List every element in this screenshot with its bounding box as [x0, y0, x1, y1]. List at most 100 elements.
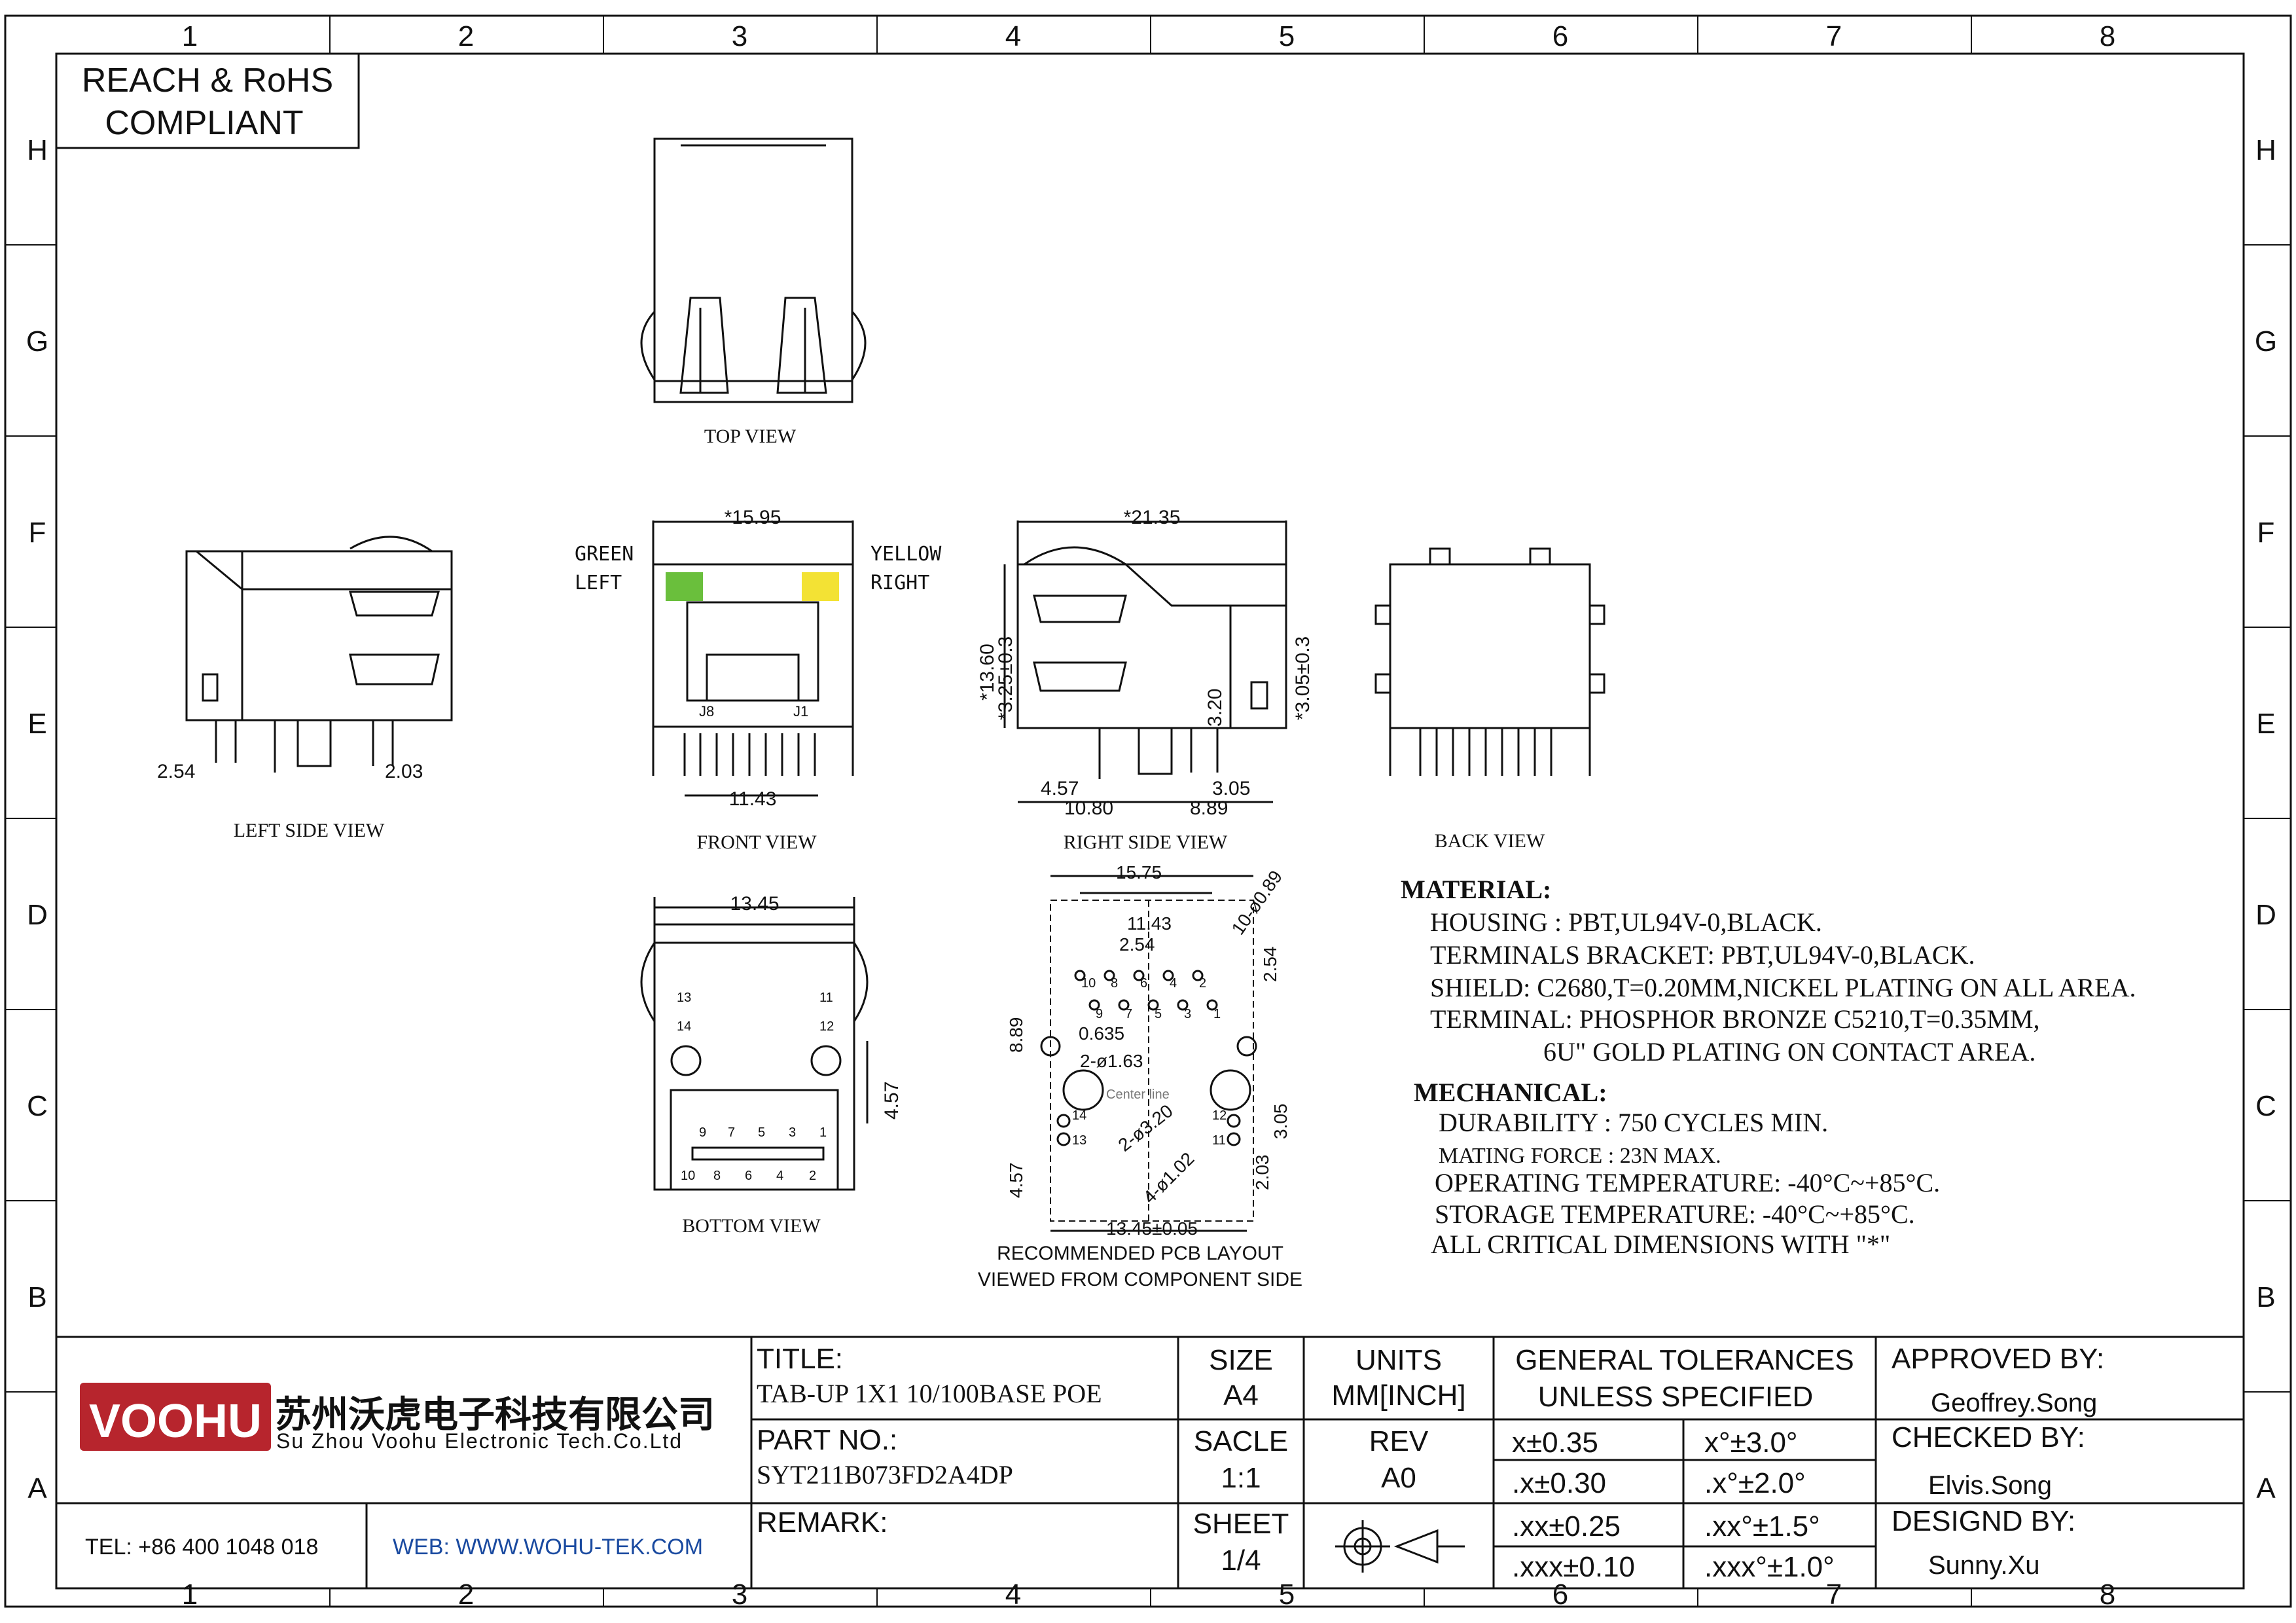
zone-row-a-right: A	[2256, 1472, 2276, 1504]
pcb-pin-8: 8	[1111, 976, 1118, 991]
zone-col-8-top: 8	[2100, 20, 2115, 52]
zone-row-h-right: H	[2255, 134, 2276, 166]
bottom-pin-12: 12	[819, 1019, 834, 1034]
projection-symbol-icon	[1335, 1520, 1465, 1573]
mechanical-line-4: STORAGE TEMPERATURE: -40°C~+85°C.	[1435, 1199, 1915, 1229]
right-dim-a: 4.57	[1041, 778, 1079, 799]
designed-by-label: DESIGND BY:	[1892, 1505, 2075, 1537]
bottom-dim-h: 4.57	[881, 1082, 903, 1120]
tolerance-linear-2: .xx±0.25	[1512, 1510, 1621, 1542]
zone-row-c-left: C	[27, 1090, 48, 1122]
scale-label: SACLE	[1194, 1425, 1288, 1457]
web-link[interactable]: WEB: WWW.WOHU-TEK.COM	[393, 1535, 703, 1559]
bottom-pin-9: 9	[699, 1125, 706, 1140]
zone-col-4-top: 4	[1005, 20, 1021, 52]
right-side-view-label: RIGHT SIDE VIEW	[1064, 831, 1228, 853]
zone-row-b-left: B	[27, 1281, 46, 1313]
zone-col-1-top: 1	[182, 20, 198, 52]
pcb-pin-6: 6	[1140, 976, 1147, 991]
bottom-dim-width: 13.45	[730, 893, 779, 915]
pcb-dim-w4: 13.45±0.05	[1106, 1218, 1198, 1239]
bottom-view-label: BOTTOM VIEW	[682, 1215, 821, 1237]
pcb-pin-13: 13	[1072, 1133, 1086, 1148]
front-dim-width: *15.95	[725, 507, 781, 528]
checked-by-label: CHECKED BY:	[1892, 1421, 2085, 1453]
pcb-dim-w3: 2.54	[1119, 934, 1155, 955]
units-value: MM[INCH]	[1331, 1379, 1465, 1412]
company-name-en: Su Zhou Voohu Electronic Tech.Co.Ltd	[276, 1429, 683, 1453]
zone-col-6-bottom: 6	[1552, 1578, 1568, 1611]
approved-by-label: APPROVED BY:	[1892, 1343, 2104, 1375]
pcb-dim-w1: 15.75	[1116, 862, 1162, 883]
pcb-pin-11: 11	[1212, 1133, 1226, 1148]
right-side-view-drawing	[1003, 520, 1287, 803]
checked-by-value: Elvis.Song	[1928, 1471, 2052, 1500]
material-line-5: 6U" GOLD PLATING ON CONTACT AREA.	[1543, 1037, 2036, 1067]
back-view-drawing	[1374, 547, 1605, 776]
tolerance-angular-2: .xx°±1.5°	[1704, 1510, 1820, 1542]
zone-row-e-right: E	[2256, 708, 2275, 740]
tolerance-angular-1: .x°±2.0°	[1704, 1467, 1806, 1499]
tolerance-angular-0: x°±3.0°	[1704, 1427, 1798, 1459]
pcb-holes	[1040, 875, 1257, 1232]
bottom-pin-2: 2	[809, 1169, 816, 1183]
right-dim-h3: 3.20	[1204, 689, 1226, 727]
title-block-grid	[56, 1336, 2244, 1588]
bottom-pin-5: 5	[758, 1125, 765, 1140]
front-view-label: FRONT VIEW	[696, 831, 817, 853]
compliance-box: REACH & RoHS COMPLIANT	[55, 52, 360, 149]
top-view-label: TOP VIEW	[704, 426, 797, 447]
zone-row-e-left: E	[27, 708, 46, 740]
right-led-label: RIGHT	[870, 572, 929, 594]
bottom-pin-4: 4	[776, 1169, 783, 1183]
rev-label: REV	[1369, 1425, 1429, 1457]
green-led-label: GREEN	[575, 543, 634, 566]
title-value: TAB-UP 1X1 10/100BASE POE	[757, 1379, 1102, 1408]
pcb-center-line: Center line	[1106, 1087, 1170, 1102]
units-label: UNITS	[1355, 1344, 1442, 1376]
zone-row-h-left: H	[27, 134, 48, 166]
right-dim-b: 3.05	[1212, 778, 1250, 799]
bottom-pin-1: 1	[819, 1125, 827, 1140]
remark-label: REMARK:	[757, 1506, 888, 1539]
pcb-dim-hole1: 10-ø0.89	[1228, 867, 1287, 939]
pin-j8: J8	[699, 703, 714, 720]
scale-value: 1:1	[1221, 1462, 1261, 1494]
mechanical-heading: MECHANICAL:	[1414, 1078, 1607, 1107]
pcb-pin-5: 5	[1155, 1007, 1162, 1021]
outer-frame	[4, 14, 2292, 1608]
title-label: TITLE:	[757, 1343, 843, 1375]
bottom-pin-8: 8	[713, 1169, 721, 1183]
pcb-dim-v4: 2.03	[1252, 1155, 1272, 1191]
pcb-pin-2: 2	[1199, 976, 1206, 991]
rev-value: A0	[1381, 1462, 1416, 1494]
left-led-label: LEFT	[575, 572, 622, 594]
right-dim-h4: *3.05±0.3	[1292, 636, 1314, 720]
pcb-pin-4: 4	[1170, 976, 1177, 991]
zone-col-7-top: 7	[1826, 20, 1842, 52]
size-label: SIZE	[1209, 1344, 1273, 1376]
zone-ticks	[5, 16, 2291, 1607]
part-no-label: PART NO.:	[757, 1424, 897, 1456]
pcb-dim-d3: 2-ø3.20	[1115, 1101, 1177, 1156]
material-heading: MATERIAL:	[1401, 875, 1551, 904]
zone-col-2-bottom: 2	[458, 1578, 474, 1611]
voohu-logo-text: VOOHU	[89, 1395, 262, 1448]
tel-text: TEL: +86 400 1048 018	[85, 1535, 318, 1559]
pcb-pin-7: 7	[1125, 1007, 1132, 1021]
left-side-view-label: LEFT SIDE VIEW	[234, 820, 385, 841]
compliance-line-2: COMPLIANT	[105, 104, 303, 142]
right-dim-d: 8.89	[1190, 797, 1228, 819]
pcb-pin-1: 1	[1213, 1007, 1221, 1021]
voohu-logo-badge	[80, 1383, 271, 1451]
zone-row-f-left: F	[29, 517, 46, 549]
mechanical-line-2: MATING FORCE : 23N MAX.	[1439, 1144, 1721, 1168]
zone-col-2-top: 2	[458, 20, 474, 52]
left-dim-b: 2.03	[385, 761, 423, 782]
material-line-4: TERMINAL: PHOSPHOR BRONZE C5210,T=0.35MM…	[1430, 1004, 2040, 1034]
zone-col-5-top: 5	[1279, 20, 1295, 52]
zone-row-d-right: D	[2255, 899, 2276, 931]
bottom-pin-6: 6	[745, 1169, 752, 1183]
bottom-pin-10: 10	[681, 1169, 695, 1183]
bottom-pin-3: 3	[789, 1125, 796, 1140]
